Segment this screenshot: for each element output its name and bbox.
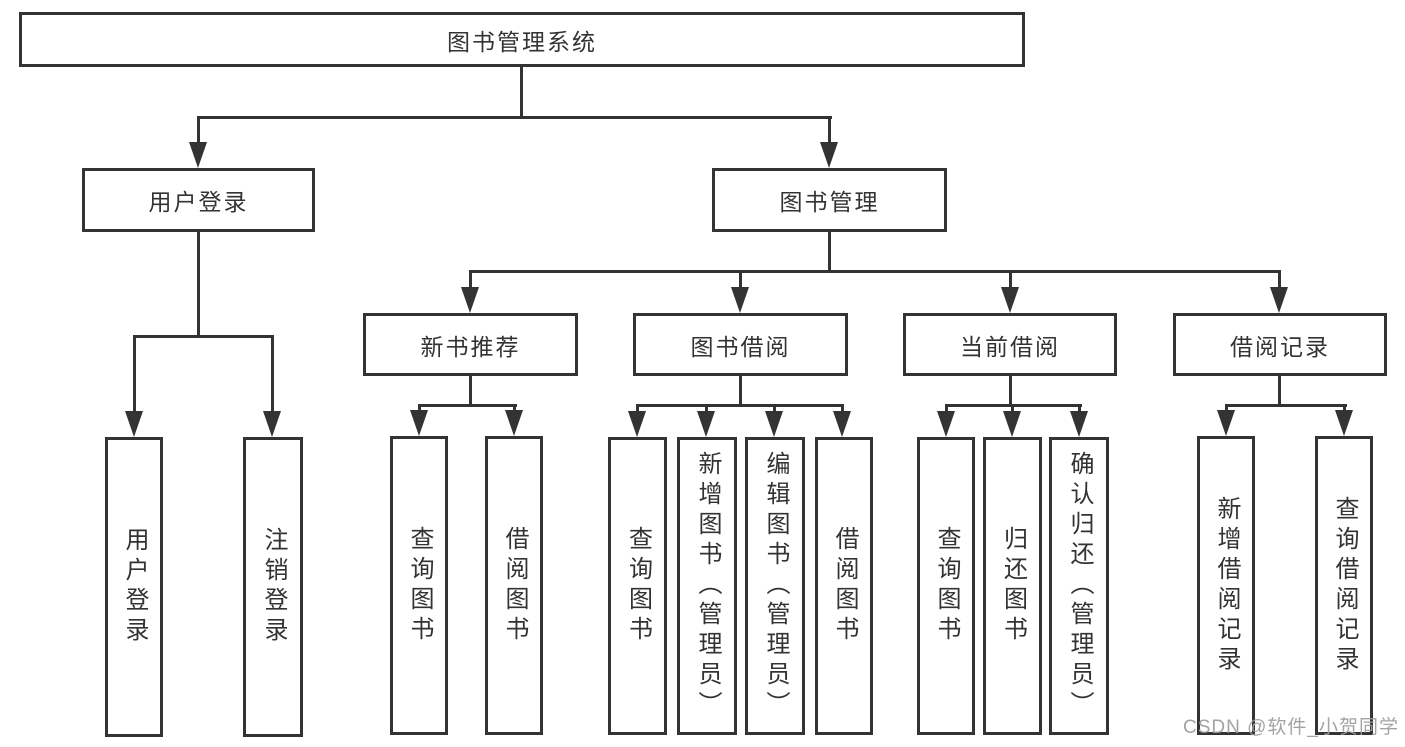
leaf-label: 注销登录 [260,527,287,647]
connector-stub [197,116,200,146]
connector-stub [469,270,472,291]
connector-root-stem [520,64,523,119]
node-label: 用户登录 [148,189,249,215]
leaf-records-query-record: 查询借阅记录 [1315,436,1373,735]
leaf-user-login: 用户登录 [105,437,163,737]
connector-stub [828,116,831,146]
node-book-management: 图书管理 [712,168,947,232]
arrowhead-icon [1217,410,1235,436]
arrowhead-icon [833,411,851,437]
leaf-label: 查询借阅记录 [1331,495,1358,676]
arrowhead-icon [1070,411,1088,437]
leaf-borrow-add-books-admin: 新增图书（管理员） [677,437,737,735]
arrowhead-icon [937,411,955,437]
connector-records-stem [1278,373,1281,407]
node-user-login: 用户登录 [82,168,315,232]
connector-records-bus [1225,404,1347,407]
node-library-management-system: 图书管理系统 [19,12,1025,67]
leaf-label: 编辑图书（管理员） [762,451,789,721]
leaf-label: 借阅图书 [501,525,528,646]
leaf-label: 查询图书 [406,525,433,646]
connector-level3-bus [469,270,1281,273]
node-label: 图书管理 [779,189,880,215]
connector-stub [636,404,639,415]
connector-stub [1009,270,1012,291]
arrowhead-icon [263,411,281,437]
connector-stub [705,404,708,415]
node-label: 当前借阅 [960,333,1060,360]
arrowhead-icon [1003,411,1021,437]
leaf-newbook-query-books: 查询图书 [390,436,448,735]
node-label: 图书借阅 [690,333,791,360]
connector-current-stem [1009,373,1012,407]
connector-stub [773,404,776,415]
node-book-borrowing: 图书借阅 [633,313,848,376]
connector-stub [1278,270,1281,291]
connector-level2-bus [197,116,832,119]
leaf-label: 查询图书 [933,526,960,646]
connector-newbook-stem [469,373,472,407]
connector-borrow-bus [636,404,844,407]
leaf-borrow-query-books: 查询图书 [608,437,667,735]
connector-stub [1225,404,1228,414]
connector-stub [739,270,742,291]
leaf-logout: 注销登录 [243,437,303,737]
arrowhead-icon [1335,410,1353,436]
arrowhead-icon [820,142,838,168]
leaf-current-confirm-return-admin: 确认归还（管理员） [1049,437,1109,735]
arrowhead-icon [189,142,207,168]
connector-stub [133,335,136,415]
leaf-borrow-borrow-books: 借阅图书 [815,437,873,735]
csdn-watermark: CSDN @软件_小贺同学 [1183,717,1399,738]
leaf-current-query-books: 查询图书 [917,437,975,735]
leaf-borrow-edit-books-admin: 编辑图书（管理员） [745,437,805,735]
arrowhead-icon [410,410,428,436]
arrowhead-icon [125,411,143,437]
node-label: 新书推荐 [420,333,521,360]
leaf-label: 归还图书 [999,526,1027,646]
connector-stub [513,404,516,414]
arrowhead-icon [505,410,523,436]
leaf-label: 新增借阅记录 [1213,495,1240,676]
connector-stub [271,335,274,415]
arrowhead-icon [628,411,646,437]
arrowhead-icon [765,411,783,437]
connector-stub [1343,404,1346,414]
leaf-label: 新增图书（管理员） [694,451,721,721]
arrowhead-icon [461,287,479,313]
node-label: 借阅记录 [1230,333,1330,360]
leaf-label: 用户登录 [121,527,148,647]
connector-stub [1011,404,1014,415]
arrowhead-icon [1270,287,1288,313]
leaf-newbook-borrow-books: 借阅图书 [485,436,543,735]
leaf-label: 借阅图书 [831,526,858,646]
connector-userlogin-stem [197,230,200,337]
arrowhead-icon [731,287,749,313]
connector-stub [945,404,948,415]
connector-stub [418,404,421,414]
leaf-label: 查询图书 [624,526,652,646]
node-borrowing-records: 借阅记录 [1173,313,1387,376]
connector-newbook-bus [418,404,517,407]
connector-stub [1078,404,1081,415]
arrowhead-icon [697,411,715,437]
leaf-label: 确认归还（管理员） [1066,451,1093,721]
connector-userlogin-bus [133,335,274,338]
node-label: 图书管理系统 [447,28,597,55]
arrowhead-icon [1001,287,1019,313]
connector-bookmgmt-stem [828,230,831,273]
node-current-borrowing: 当前借阅 [903,313,1117,376]
connector-borrow-stem [739,373,742,407]
leaf-records-add-record: 新增借阅记录 [1197,436,1255,735]
connector-stub [841,404,844,415]
leaf-current-return-books: 归还图书 [983,437,1042,735]
node-new-book-recommendation: 新书推荐 [363,313,578,376]
